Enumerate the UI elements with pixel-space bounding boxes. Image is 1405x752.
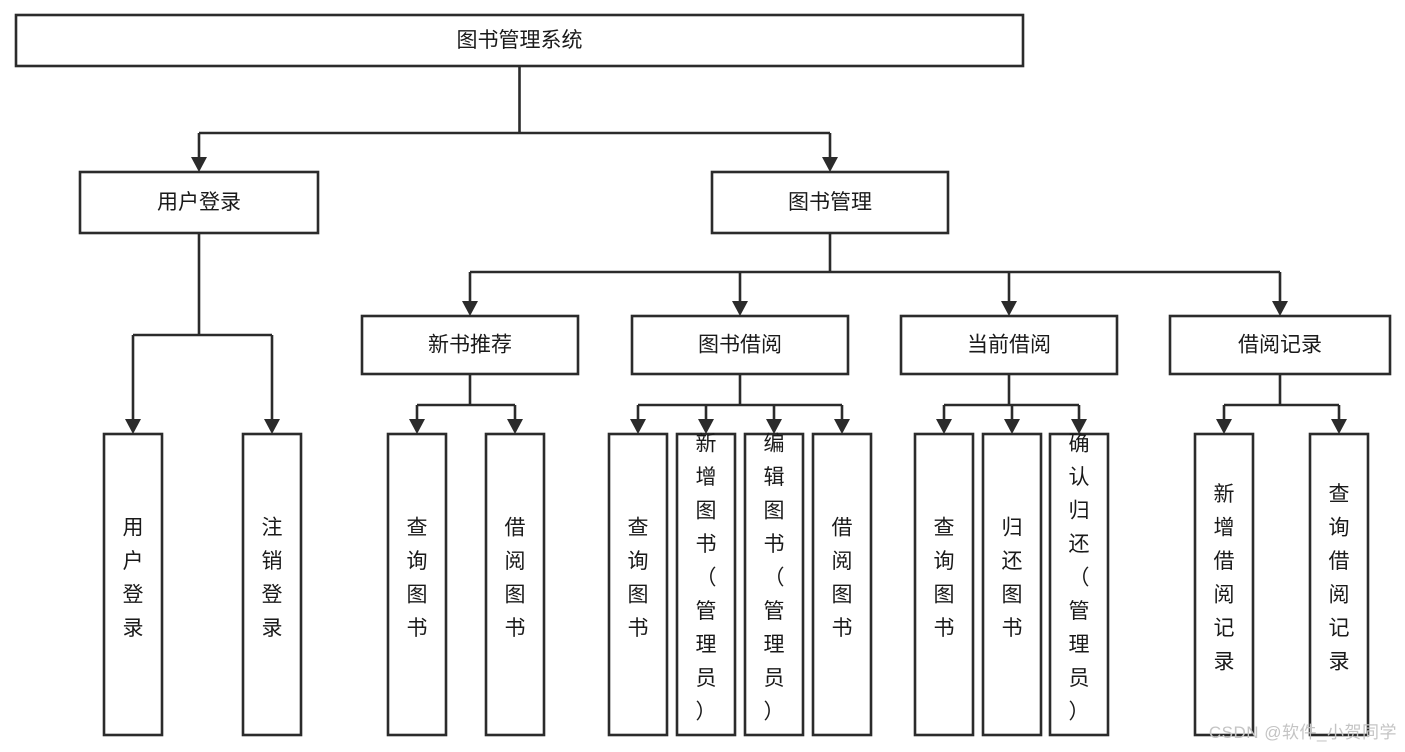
node-label-leaf-user-login: 用户登录 [123,516,144,640]
node-box-leaf-return-book [981,432,1043,737]
node-label-new-book-recommend: 新书推荐 [428,334,512,357]
arrow-to-leaf-user-logout [264,419,280,434]
node-label-leaf-query-book-2: 查询图书 [628,516,649,640]
arrow-to-borrow-record [1272,301,1288,316]
node-leaf-query-book-2[interactable]: 查询图书 [607,432,669,737]
node-label-leaf-borrow-book-1: 借阅图书 [505,516,526,640]
node-label-leaf-add-book: 新增图书（管理员） [696,433,717,724]
node-label-leaf-query-record: 查询借阅记录 [1329,483,1350,674]
node-box-leaf-edit-book [743,432,805,737]
node-book-borrow[interactable]: 图书借阅 [630,314,850,376]
node-label-borrow-record: 借阅记录 [1238,334,1322,357]
node-label-leaf-query-book-1: 查询图书 [407,516,428,640]
node-leaf-confirm-return[interactable]: 确认归还（管理员） [1048,432,1110,737]
node-label-leaf-confirm-return: 确认归还（管理员） [1069,433,1090,724]
node-label-user-login: 用户登录 [157,191,241,214]
node-leaf-user-login[interactable]: 用户登录 [102,432,164,737]
arrow-to-leaf-query-book-3 [936,419,952,434]
node-label-root: 图书管理系统 [457,29,583,52]
node-leaf-return-book[interactable]: 归还图书 [981,432,1043,737]
node-current-borrow[interactable]: 当前借阅 [899,314,1119,376]
node-box-leaf-query-book-1 [386,432,448,737]
node-box-current-borrow [899,314,1119,376]
node-box-leaf-borrow-book-1 [484,432,546,737]
node-label-leaf-return-book: 归还图书 [1002,516,1023,640]
node-borrow-record[interactable]: 借阅记录 [1168,314,1392,376]
node-label-leaf-query-book-3: 查询图书 [934,516,955,640]
node-box-leaf-borrow-book-2 [811,432,873,737]
node-box-leaf-user-login [102,432,164,737]
node-box-leaf-confirm-return [1048,432,1110,737]
node-box-book-management [710,170,950,235]
arrow-to-leaf-query-record [1331,419,1347,434]
node-leaf-query-book-3[interactable]: 查询图书 [913,432,975,737]
node-box-user-login [78,170,320,235]
arrow-to-leaf-add-record [1216,419,1232,434]
node-leaf-borrow-book-2[interactable]: 借阅图书 [811,432,873,737]
arrow-to-leaf-return-book [1004,419,1020,434]
node-leaf-add-book[interactable]: 新增图书（管理员） [675,432,737,737]
node-book-management[interactable]: 图书管理 [710,170,950,235]
node-label-leaf-add-record: 新增借阅记录 [1214,483,1235,674]
node-box-leaf-query-book-3 [913,432,975,737]
node-label-book-borrow: 图书借阅 [698,334,782,357]
node-label-current-borrow: 当前借阅 [967,334,1051,357]
node-box-root [14,13,1025,68]
arrow-to-book-borrow [732,301,748,316]
node-leaf-query-book-1[interactable]: 查询图书 [386,432,448,737]
node-label-book-management: 图书管理 [788,191,872,214]
node-label-leaf-edit-book: 编辑图书（管理员） [764,433,785,724]
node-box-leaf-query-record [1308,432,1370,737]
node-label-leaf-borrow-book-2: 借阅图书 [832,516,853,640]
arrow-to-current-borrow [1001,301,1017,316]
arrow-to-leaf-user-login [125,419,141,434]
arrow-to-leaf-confirm-return [1071,419,1087,434]
node-box-leaf-user-logout [241,432,303,737]
node-box-book-borrow [630,314,850,376]
arrow-to-leaf-borrow-book-1 [507,419,523,434]
node-leaf-add-record[interactable]: 新增借阅记录 [1193,432,1255,737]
node-label-leaf-user-logout: 注销登录 [262,516,283,640]
arrow-to-leaf-borrow-book-2 [834,419,850,434]
node-root[interactable]: 图书管理系统 [14,13,1025,68]
node-leaf-user-logout[interactable]: 注销登录 [241,432,303,737]
node-box-leaf-add-book [675,432,737,737]
arrow-to-book-management [822,157,838,172]
node-box-leaf-query-book-2 [607,432,669,737]
node-box-borrow-record [1168,314,1392,376]
arrow-to-leaf-add-book [698,419,714,434]
node-leaf-borrow-book-1[interactable]: 借阅图书 [484,432,546,737]
node-leaf-query-record[interactable]: 查询借阅记录 [1308,432,1370,737]
node-box-new-book-recommend [360,314,580,376]
arrow-to-new-book-recommend [462,301,478,316]
arrow-to-leaf-edit-book [766,419,782,434]
arrow-to-leaf-query-book-2 [630,419,646,434]
node-user-login[interactable]: 用户登录 [78,170,320,235]
node-new-book-recommend[interactable]: 新书推荐 [360,314,580,376]
node-leaf-edit-book[interactable]: 编辑图书（管理员） [743,432,805,737]
arrow-to-user-login [191,157,207,172]
node-box-leaf-add-record [1193,432,1255,737]
arrow-to-leaf-query-book-1 [409,419,425,434]
